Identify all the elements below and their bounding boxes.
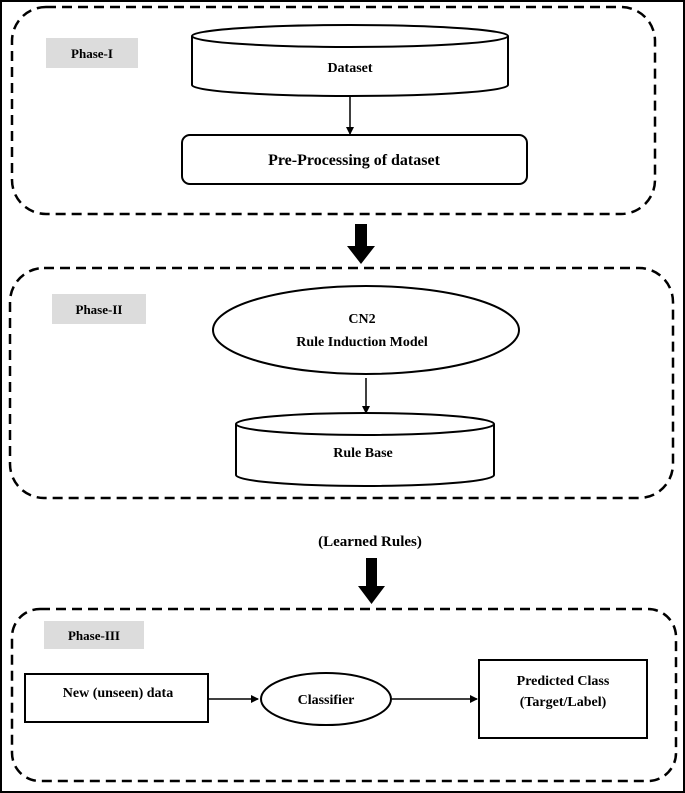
phase-1-label: Phase-I <box>71 46 113 61</box>
rule-base-label: Rule Base <box>333 446 393 461</box>
cn2-model-label-line2: Rule Induction Model <box>296 335 428 350</box>
cn2-model-label-line1: CN2 <box>348 312 375 327</box>
rule-base-cylinder-top <box>235 412 495 436</box>
phase-3-label: Phase-III <box>68 628 120 643</box>
predicted-class-node: Predicted Class (Target/Label) <box>478 659 648 739</box>
phase-3-label-bg <box>44 621 144 649</box>
preprocessing-label: Pre-Processing of dataset <box>268 152 440 169</box>
block-arrow-phase2-to-phase3 <box>358 558 385 604</box>
phase-2-label-bg <box>52 294 146 324</box>
phase-2-label: Phase-II <box>76 302 123 317</box>
preprocessing-node: Pre-Processing of dataset <box>181 134 528 185</box>
learned-rules-label: (Learned Rules) <box>318 534 422 550</box>
block-arrow-phase1-to-phase2 <box>347 224 375 264</box>
classifier-node: Classifier <box>260 672 392 726</box>
new-data-label: New (unseen) data <box>63 686 173 701</box>
phase-1-container <box>10 5 657 216</box>
cn2-model-ellipse <box>212 285 520 375</box>
preprocessing-box <box>181 134 528 185</box>
cn2-model-node: CN2 Rule Induction Model <box>212 285 520 375</box>
phase-1-label-bg <box>46 38 138 68</box>
predicted-class-label-line1: Predicted Class <box>517 674 610 689</box>
predicted-class-label-line2: (Target/Label) <box>520 695 607 710</box>
new-data-node: New (unseen) data <box>24 673 209 723</box>
phase-2-container <box>8 266 675 500</box>
dataset-cylinder-shape <box>191 36 509 97</box>
dataset-label: Dataset <box>327 61 372 76</box>
dataset-cylinder-top <box>191 24 509 48</box>
dataset-node: Dataset <box>191 24 509 97</box>
new-data-box <box>24 673 209 723</box>
rule-base-node: Rule Base <box>235 412 495 487</box>
rule-base-cylinder-shape <box>235 424 495 487</box>
classifier-ellipse <box>260 672 392 726</box>
predicted-class-box <box>478 659 648 739</box>
classifier-label: Classifier <box>298 693 355 708</box>
phase-3-container <box>10 607 678 783</box>
